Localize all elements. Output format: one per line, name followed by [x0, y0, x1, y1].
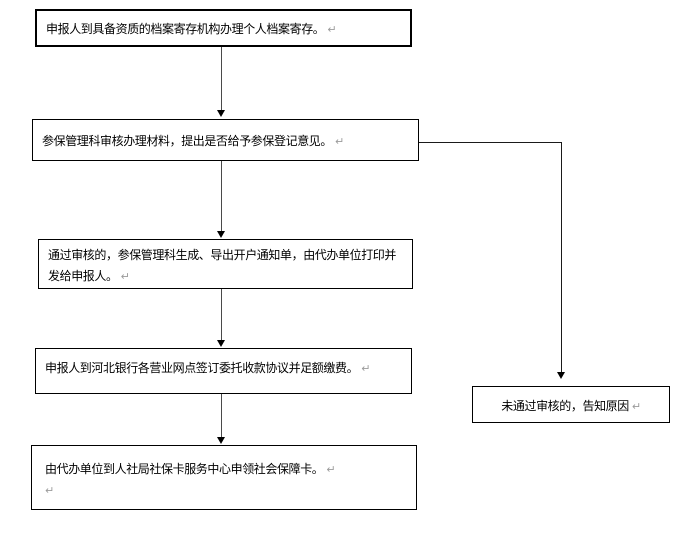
arrow-down-shaft-4 — [221, 394, 222, 437]
flow-step-line: 发给申报人。↵ — [48, 266, 403, 287]
flow-step-text: 发给申报人。 — [48, 269, 118, 283]
flow-step-line: 申报人到河北银行各营业网点签订委托收款协议并足额缴费。↵ — [45, 358, 402, 379]
flow-step-text: 未通过审核的，告知原因 — [501, 399, 629, 413]
flow-step-text: 通过审核的，参保管理科生成、导出开户通知单，由代办单位打印并 — [48, 248, 397, 262]
paragraph-mark-icon: ↵ — [631, 400, 641, 413]
flow-step-line: 由代办单位到人社局社保卡服务中心申领社会保障卡。↵ — [45, 459, 407, 480]
arrow-down-icon-4 — [217, 437, 225, 444]
connector-elbow-vertical — [561, 142, 562, 372]
flow-step-reject-notify: 未通过审核的，告知原因↵ — [472, 386, 670, 423]
arrow-down-icon-3 — [217, 340, 225, 347]
flow-step-text: 申报人到具备资质的档案寄存机构办理个人档案寄存。 — [46, 22, 325, 36]
arrow-down-icon-reject — [557, 372, 565, 379]
arrow-down-icon-2 — [217, 231, 225, 238]
flow-step-generate-notice: 通过审核的，参保管理科生成、导出开户通知单，由代办单位打印并 发给申报人。↵ — [38, 239, 413, 289]
flow-step-text: 申报人到河北银行各营业网点签订委托收款协议并足额缴费。 — [45, 361, 359, 375]
paragraph-mark-icon: ↵ — [120, 270, 130, 283]
paragraph-mark-icon: ↵ — [335, 135, 344, 148]
paragraph-mark-icon: ↵ — [326, 463, 336, 476]
flow-step-line: 通过审核的，参保管理科生成、导出开户通知单，由代办单位打印并 — [48, 245, 403, 266]
paragraph-mark-icon: ↵ — [327, 23, 337, 36]
connector-elbow-horizontal — [419, 142, 561, 143]
flow-step-claim-card: 由代办单位到人社局社保卡服务中心申领社会保障卡。↵ ↵ — [31, 445, 417, 510]
flow-step-line: 参保管理科审核办理材料，提出是否给予参保登记意见。↵ — [42, 131, 409, 152]
flow-step-review-materials: 参保管理科审核办理材料，提出是否给予参保登记意见。↵ — [32, 119, 419, 161]
arrow-down-icon-1 — [217, 110, 225, 117]
flow-step-archive-deposit: 申报人到具备资质的档案寄存机构办理个人档案寄存。↵ — [35, 9, 412, 47]
arrow-down-shaft-2 — [221, 161, 222, 231]
flow-step-sign-agreement: 申报人到河北银行各营业网点签订委托收款协议并足额缴费。↵ — [35, 348, 412, 394]
flow-step-line: 申报人到具备资质的档案寄存机构办理个人档案寄存。↵ — [46, 19, 401, 40]
arrow-down-shaft-3 — [221, 289, 222, 340]
flow-step-text: 参保管理科审核办理材料，提出是否给予参保登记意见。 — [42, 134, 333, 148]
arrow-down-shaft-1 — [221, 47, 222, 110]
paragraph-mark-icon: ↵ — [361, 362, 371, 375]
flow-step-line: ↵ — [45, 480, 407, 501]
flow-step-text: 由代办单位到人社局社保卡服务中心申领社会保障卡。 — [45, 462, 324, 476]
paragraph-mark-icon: ↵ — [45, 484, 54, 497]
flow-step-line: 未通过审核的，告知原因↵ — [477, 396, 665, 417]
